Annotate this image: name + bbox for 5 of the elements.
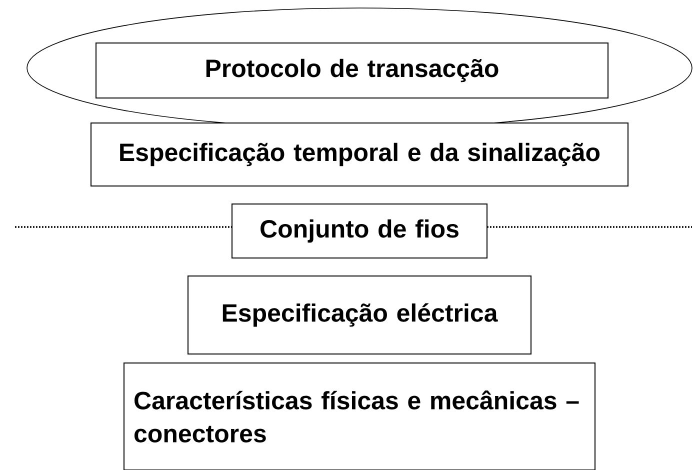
text-box: Especificação temporal e da sinalização: [90, 122, 628, 186]
text-box: Características físicas e mecânicas – conectores: [124, 362, 596, 470]
text-box: Especificação eléctrica: [188, 276, 532, 354]
text-box: Protocolo de transacção: [96, 42, 608, 98]
text-box: Conjunto de fios: [232, 204, 488, 258]
